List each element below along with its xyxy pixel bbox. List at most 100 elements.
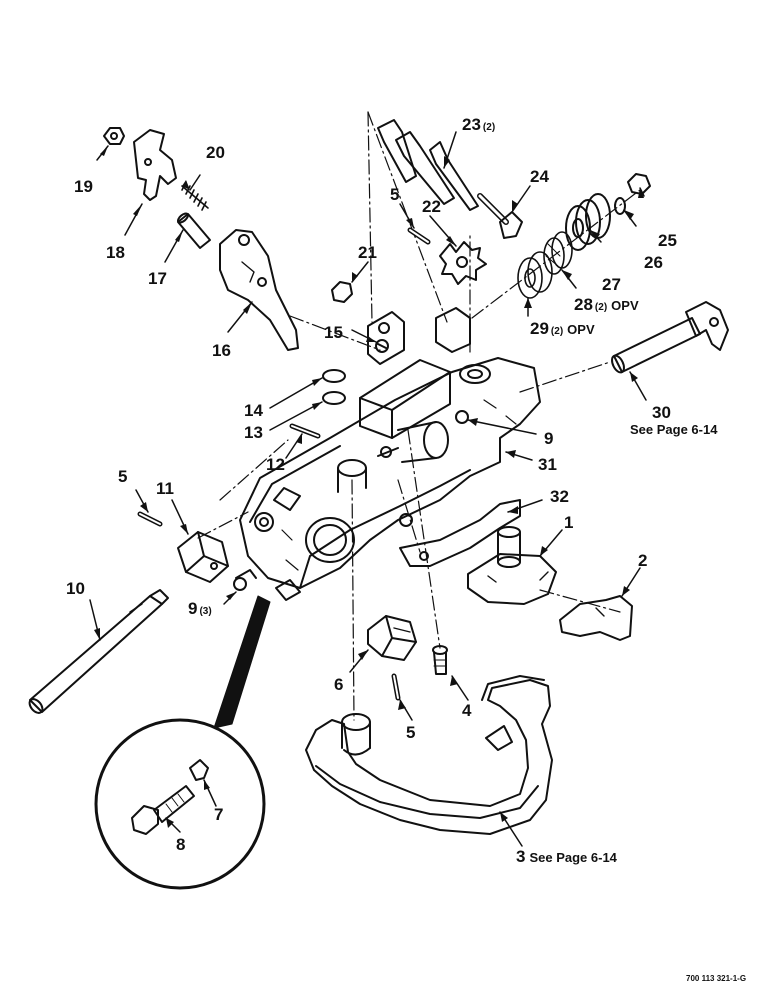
callout-23: 23(2) (462, 116, 495, 134)
main-housing (239, 307, 541, 601)
callout-number: 2 (638, 551, 648, 570)
callout-number: 7 (214, 805, 224, 824)
part-7-clip (189, 759, 209, 781)
callout-number: 3 (516, 847, 526, 866)
callout-quantity: (2) (594, 302, 608, 313)
callout-note: OPV (611, 298, 639, 313)
callout-28: 28(2)OPV (574, 296, 639, 314)
callout-number: 17 (148, 269, 167, 288)
callout-number: 23 (462, 115, 481, 134)
callout-number: 6 (334, 675, 344, 694)
callout-number: 5 (118, 467, 128, 486)
part-30-shaft (611, 301, 729, 374)
arrowheads (94, 146, 644, 828)
part-6-block (367, 615, 417, 661)
part-18-bracket (133, 129, 177, 201)
part-17-pin (177, 212, 211, 249)
callout-14: 14 (244, 402, 263, 420)
callout-29: 29(2)OPV (530, 320, 595, 338)
callout-30-ref: See Page 6-14 (630, 422, 717, 438)
part-9-fitting-b (233, 569, 257, 591)
part-26-washer (614, 197, 626, 215)
part-21-nut (331, 281, 353, 303)
callout-number: 9 (544, 429, 554, 448)
part-25-nut (627, 173, 651, 195)
callout-number: 27 (602, 275, 621, 294)
part-9-fitting-a (377, 446, 399, 458)
callout-number: 32 (550, 487, 569, 506)
callout-13: 13 (244, 424, 263, 442)
callout-number: 8 (176, 835, 186, 854)
callout-number: 25 (658, 231, 677, 250)
callout-number: 20 (206, 143, 225, 162)
callout-10: 10 (66, 580, 85, 598)
callout-number: 9 (188, 599, 198, 618)
callout-18: 18 (106, 244, 125, 262)
see-page-note: See Page 6-14 (630, 422, 718, 437)
callout-11: 11 (156, 480, 174, 498)
callout-25: 25 (658, 232, 677, 250)
callout-quantity: (3) (199, 606, 212, 617)
callout-number: 24 (530, 167, 549, 186)
callout-number: 1 (564, 513, 574, 532)
part-3-frame (305, 675, 553, 835)
callout-7: 7 (214, 806, 223, 824)
callout-4: 4 (462, 702, 471, 720)
callout-5-top: 5 (390, 186, 399, 204)
callout-note: See Page 6-14 (529, 850, 617, 865)
callout-20: 20 (206, 144, 225, 162)
callout-5-bottom: 5 (406, 724, 415, 742)
callout-number: 29 (530, 319, 549, 338)
callout-32: 32 (550, 488, 569, 506)
callout-number: 15 (324, 323, 343, 342)
detail-inset (94, 595, 271, 890)
callout-note: OPV (567, 322, 595, 337)
callout-number: 31 (538, 455, 557, 474)
part-16-lever (219, 229, 299, 351)
part-24-bolt (477, 193, 523, 239)
callout-8: 8 (176, 836, 185, 854)
callout-number: 5 (390, 185, 400, 204)
callout-number: 19 (74, 177, 93, 196)
callout-27: 27 (602, 276, 621, 294)
callout-number: 30 (652, 403, 671, 422)
callout-number: 28 (574, 295, 593, 314)
callout-number: 10 (66, 579, 85, 598)
callout-number: 22 (422, 197, 441, 216)
callout-number: 4 (462, 701, 472, 720)
drawing-code: 700 113 321-1-G (686, 974, 747, 983)
callout-30: 30 (652, 404, 671, 422)
callout-31: 31 (538, 456, 557, 474)
part-13-oring (322, 391, 346, 405)
part-11-block (177, 531, 229, 583)
callout-19: 19 (74, 178, 93, 196)
callout-6: 6 (334, 676, 343, 694)
part-10-shaft (28, 589, 169, 714)
part-5-pin-bottom (391, 673, 401, 701)
callout-12: 12 (266, 456, 285, 474)
callout-quantity: (2) (550, 326, 564, 337)
callout-24: 24 (530, 168, 549, 186)
callout-number: 14 (244, 401, 263, 420)
part-12-pin (289, 423, 321, 439)
callout-26: 26 (644, 254, 663, 272)
part-2-retainer (559, 595, 633, 641)
part-4-bolt (432, 645, 448, 675)
part-15-screw (375, 339, 389, 353)
callout-16: 16 (212, 342, 231, 360)
part-29-washers (517, 251, 553, 299)
callout-number: 11 (156, 479, 174, 498)
callout-number: 16 (212, 341, 231, 360)
part-1-cup (467, 526, 557, 605)
center-lines (197, 111, 641, 721)
part-23-tines (377, 119, 479, 211)
part-22-star-wheel (439, 241, 487, 285)
part-5-pin-top (407, 227, 431, 245)
callout-21: 21 (358, 244, 377, 262)
callout-number: 5 (406, 723, 416, 742)
callout-quantity: (2) (482, 122, 496, 133)
callout-number: 18 (106, 243, 125, 262)
callout-22: 22 (422, 198, 441, 216)
